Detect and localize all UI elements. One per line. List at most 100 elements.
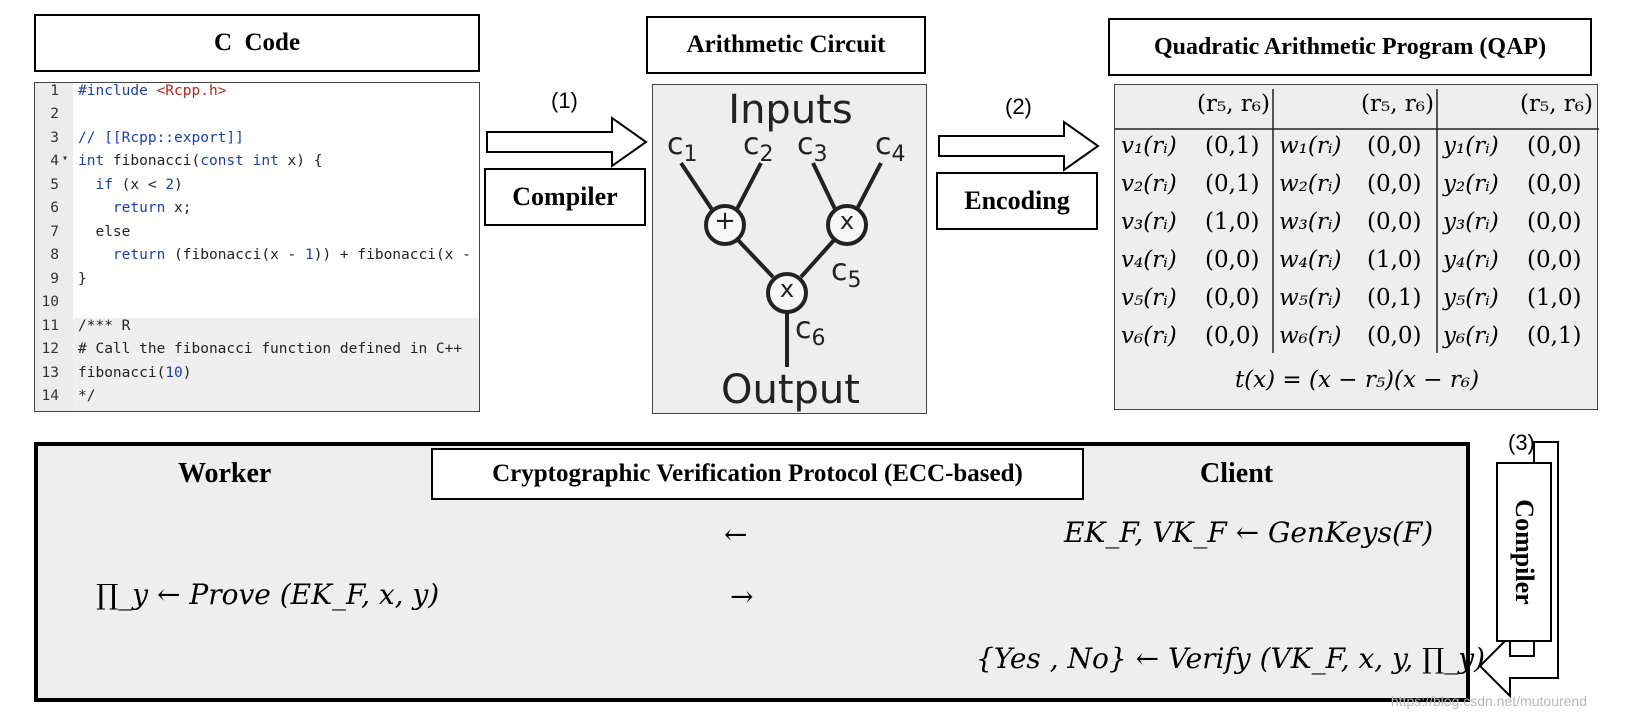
column-header: (r₅, r₆) xyxy=(1361,91,1434,117)
protocol-title: Cryptographic Verification Protocol (ECC… xyxy=(431,448,1084,500)
line-number: 4 xyxy=(50,153,59,169)
multiply-gate-icon: x xyxy=(779,275,795,303)
encoding-box: Encoding xyxy=(936,172,1098,230)
wire-c1: c1 xyxy=(667,127,698,167)
output-label: Output xyxy=(721,367,860,413)
prove-expression: ∏_y ← Prove (EK_F, x, y) xyxy=(96,578,440,611)
column-header: (r₅, r₆) xyxy=(1520,91,1593,117)
w-poly: w₃(rᵢ) xyxy=(1279,209,1342,235)
v-poly: v₅(rᵢ) xyxy=(1121,285,1177,311)
code-editor: 1 2 3 4 ▾ 5 6 7 8 9 10 11 12 13 14 #incl… xyxy=(34,82,480,412)
v-poly: v₂(rᵢ) xyxy=(1121,171,1177,197)
y-poly: y₁(rᵢ) xyxy=(1443,133,1499,159)
code-line: } xyxy=(78,271,87,287)
line-number: 2 xyxy=(50,106,59,122)
code-line: return x; xyxy=(78,200,192,216)
client-label: Client xyxy=(1200,458,1274,489)
y-poly: y₄(rᵢ) xyxy=(1443,247,1499,273)
line-number: 8 xyxy=(50,247,59,263)
wire-c4: c4 xyxy=(875,127,906,167)
verify-expression: {Yes , No} ← Verify (VK_F, x, y, ∏_y) xyxy=(976,642,1486,675)
arrow-1-icon xyxy=(486,116,648,168)
column-header: (r₅, r₆) xyxy=(1197,91,1270,117)
compiler-box-1: Compiler xyxy=(484,168,646,226)
code-line: /*** R xyxy=(78,318,131,334)
w-value: (0,0) xyxy=(1367,323,1422,349)
y-value: (0,0) xyxy=(1527,209,1582,235)
compiler-box-3: Compiler xyxy=(1496,462,1552,642)
line-number: 9 xyxy=(50,271,59,287)
add-gate-icon: + xyxy=(714,206,736,236)
code-line: fibonacci(10) xyxy=(78,365,192,381)
w-value: (0,0) xyxy=(1367,171,1422,197)
arithmetic-circuit-title: Arithmetic Circuit xyxy=(646,16,926,74)
v-value: (0,0) xyxy=(1205,247,1260,273)
v-poly: v₁(rᵢ) xyxy=(1121,133,1177,159)
w-poly: w₅(rᵢ) xyxy=(1279,285,1342,311)
code-line: */ xyxy=(78,388,96,404)
wire-c3: c3 xyxy=(797,127,828,167)
w-poly: w₄(rᵢ) xyxy=(1279,247,1342,273)
y-value: (0,0) xyxy=(1527,133,1582,159)
y-poly: y₂(rᵢ) xyxy=(1443,171,1499,197)
line-number-gutter xyxy=(35,83,73,411)
code-line: #include <Rcpp.h> xyxy=(78,83,227,99)
arithmetic-circuit-panel: Inputs Output c1 c2 c3 c4 c5 c6 + x x xyxy=(652,84,927,414)
line-number: 7 xyxy=(50,224,59,240)
code-line: if (x < 2) xyxy=(78,177,183,193)
code-line: return (fibonacci(x - 1)) + fibonacci(x … xyxy=(78,247,480,263)
w-value: (0,0) xyxy=(1367,133,1422,159)
code-line: // [[Rcpp::export]] xyxy=(78,130,244,146)
line-number: 10 xyxy=(41,294,59,310)
v-poly: v₄(rᵢ) xyxy=(1121,247,1177,273)
wire-c5: c5 xyxy=(831,253,862,293)
genkeys-expression: EK_F, VK_F ← GenKeys(F) xyxy=(1064,516,1434,549)
line-number: 1 xyxy=(50,83,59,99)
code-line: # Call the fibonacci function defined in… xyxy=(78,341,463,357)
y-value: (0,1) xyxy=(1527,323,1582,349)
fold-marker-icon[interactable]: ▾ xyxy=(62,153,69,164)
line-number: 5 xyxy=(50,177,59,193)
line-number: 12 xyxy=(41,341,59,357)
w-poly: w₂(rᵢ) xyxy=(1279,171,1342,197)
inputs-label: Inputs xyxy=(728,87,853,133)
line-number: 14 xyxy=(41,388,59,404)
line-number: 13 xyxy=(41,365,59,381)
w-poly: w₆(rᵢ) xyxy=(1279,323,1342,349)
qap-grid xyxy=(1115,89,1599,353)
wire-c6: c6 xyxy=(795,311,826,351)
y-value: (0,0) xyxy=(1527,171,1582,197)
y-poly: y₆(rᵢ) xyxy=(1443,323,1499,349)
qap-title: Quadratic Arithmetic Program (QAP) xyxy=(1108,18,1592,76)
v-value: (0,0) xyxy=(1205,285,1260,311)
w-value: (1,0) xyxy=(1367,247,1422,273)
v-poly: v₃(rᵢ) xyxy=(1121,209,1177,235)
line-number: 6 xyxy=(50,200,59,216)
line-number: 3 xyxy=(50,130,59,146)
arrow-left-icon: ← xyxy=(724,518,748,551)
y-value: (0,0) xyxy=(1527,247,1582,273)
c-code-title: C Code xyxy=(34,14,480,72)
qap-table: (r₅, r₆) (r₅, r₆) (r₅, r₆) v₁(rᵢ) (0,1) v… xyxy=(1114,84,1599,410)
y-poly: y₃(rᵢ) xyxy=(1443,209,1499,235)
w-poly: w₁(rᵢ) xyxy=(1279,133,1342,159)
v-value: (0,1) xyxy=(1205,133,1260,159)
code-line: int fibonacci(const int x) { xyxy=(78,153,323,169)
worker-label: Worker xyxy=(178,458,272,489)
r-comment-region xyxy=(73,318,479,411)
w-value: (0,1) xyxy=(1367,285,1422,311)
v-value: (0,0) xyxy=(1205,323,1260,349)
arrow-right-icon: → xyxy=(730,580,754,613)
arrow-2-icon xyxy=(938,120,1100,172)
code-line: else xyxy=(78,224,131,240)
w-value: (0,0) xyxy=(1367,209,1422,235)
line-number: 11 xyxy=(41,318,59,334)
target-polynomial: t(x) = (x − r₅)(x − r₆) xyxy=(1234,367,1480,393)
compiler-label-vertical: Compiler xyxy=(1510,499,1539,605)
circuit-wires xyxy=(679,161,883,367)
v-value: (0,1) xyxy=(1205,171,1260,197)
step-2-label: (2) xyxy=(1005,94,1032,119)
v-poly: v₆(rᵢ) xyxy=(1121,323,1177,349)
v-value: (1,0) xyxy=(1205,209,1260,235)
watermark: https://blog.csdn.net/mutourend xyxy=(1390,693,1587,709)
